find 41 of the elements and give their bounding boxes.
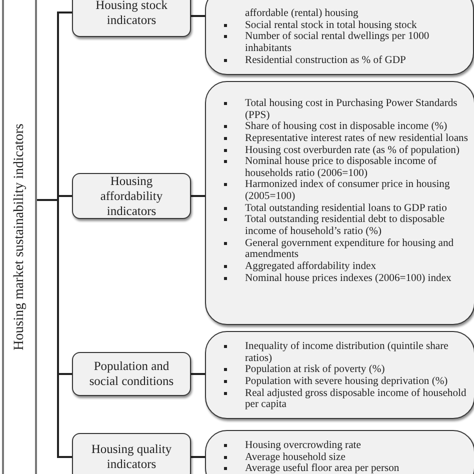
bullet-item: Nominal house prices indexes (2006=100) index	[220, 272, 468, 284]
category-box	[72, 173, 191, 219]
connector-line	[191, 195, 205, 197]
bullet-item: Real adjusted gross disposable income of household per capita	[220, 388, 468, 411]
connector-line	[37, 199, 72, 458]
vertical-title: Housing market sustainability indicators	[12, 124, 28, 350]
bullet-item: General government expenditure for housing and amendments	[220, 238, 468, 261]
connector-line	[191, 373, 205, 375]
bullet-item: Representative interest rates of new residential loans	[220, 132, 468, 145]
bullet-item: Housing overcrowding rate	[220, 440, 468, 452]
bullet-item: Residential construction as % of GDP	[220, 54, 467, 66]
indicator-list-box	[205, 331, 474, 419]
bullet-item: Social rental stock in total housing stock	[220, 20, 467, 32]
bullet-item: Population with severe housing deprivation (%)	[220, 376, 468, 388]
indicator-list-box	[205, 81, 474, 325]
bullet-item: Housing cost overburden rate (as % of population)	[220, 144, 468, 156]
category-label: Population and social conditions	[88, 359, 175, 389]
bullet-item: Nominal house price to disposable income of households ratio (2006=100)	[220, 156, 468, 180]
category-label: Housing affordability indicators	[99, 174, 164, 218]
indicator-list-box	[205, 0, 474, 75]
category-box	[72, 433, 191, 474]
bullet-item: Total housing cost in Purchasing Power Standards (PPS)	[220, 98, 468, 122]
bullet-item: Share of housing cost in disposable income (%)	[220, 121, 468, 133]
category-label: Housing stock indicators	[94, 0, 168, 28]
bullet-item: Number of social rental dwellings per 1000 inhabitants	[220, 31, 467, 55]
bullet-item: Total outstanding residential debt to disposable income of household’s ratio (%)	[220, 214, 468, 238]
category-label: Housing quality indicators	[90, 442, 173, 472]
bullet-item: Total outstanding residential loans to GDP ratio	[220, 202, 468, 214]
bullet-item: affordable (rental) housing	[244, 8, 360, 20]
bullet-item: Aggregated affordability index	[220, 260, 468, 273]
category-box	[72, 0, 191, 37]
bullet-item: Harmonized index of consumer price in housing (2005=100)	[220, 179, 468, 203]
sidebar-box	[2, 0, 37, 474]
connector-line	[191, 15, 205, 17]
bullet-item: Population at risk of poverty (%)	[220, 364, 468, 376]
category-box	[72, 352, 191, 396]
connector-line	[191, 456, 205, 458]
bullet-item: Inequality of income distribution (quintile share ratios)	[220, 341, 468, 364]
bullet-item: Average useful floor area per person	[220, 463, 468, 474]
bullet-item: Average household size	[220, 452, 468, 464]
indicator-list-box	[205, 430, 474, 474]
